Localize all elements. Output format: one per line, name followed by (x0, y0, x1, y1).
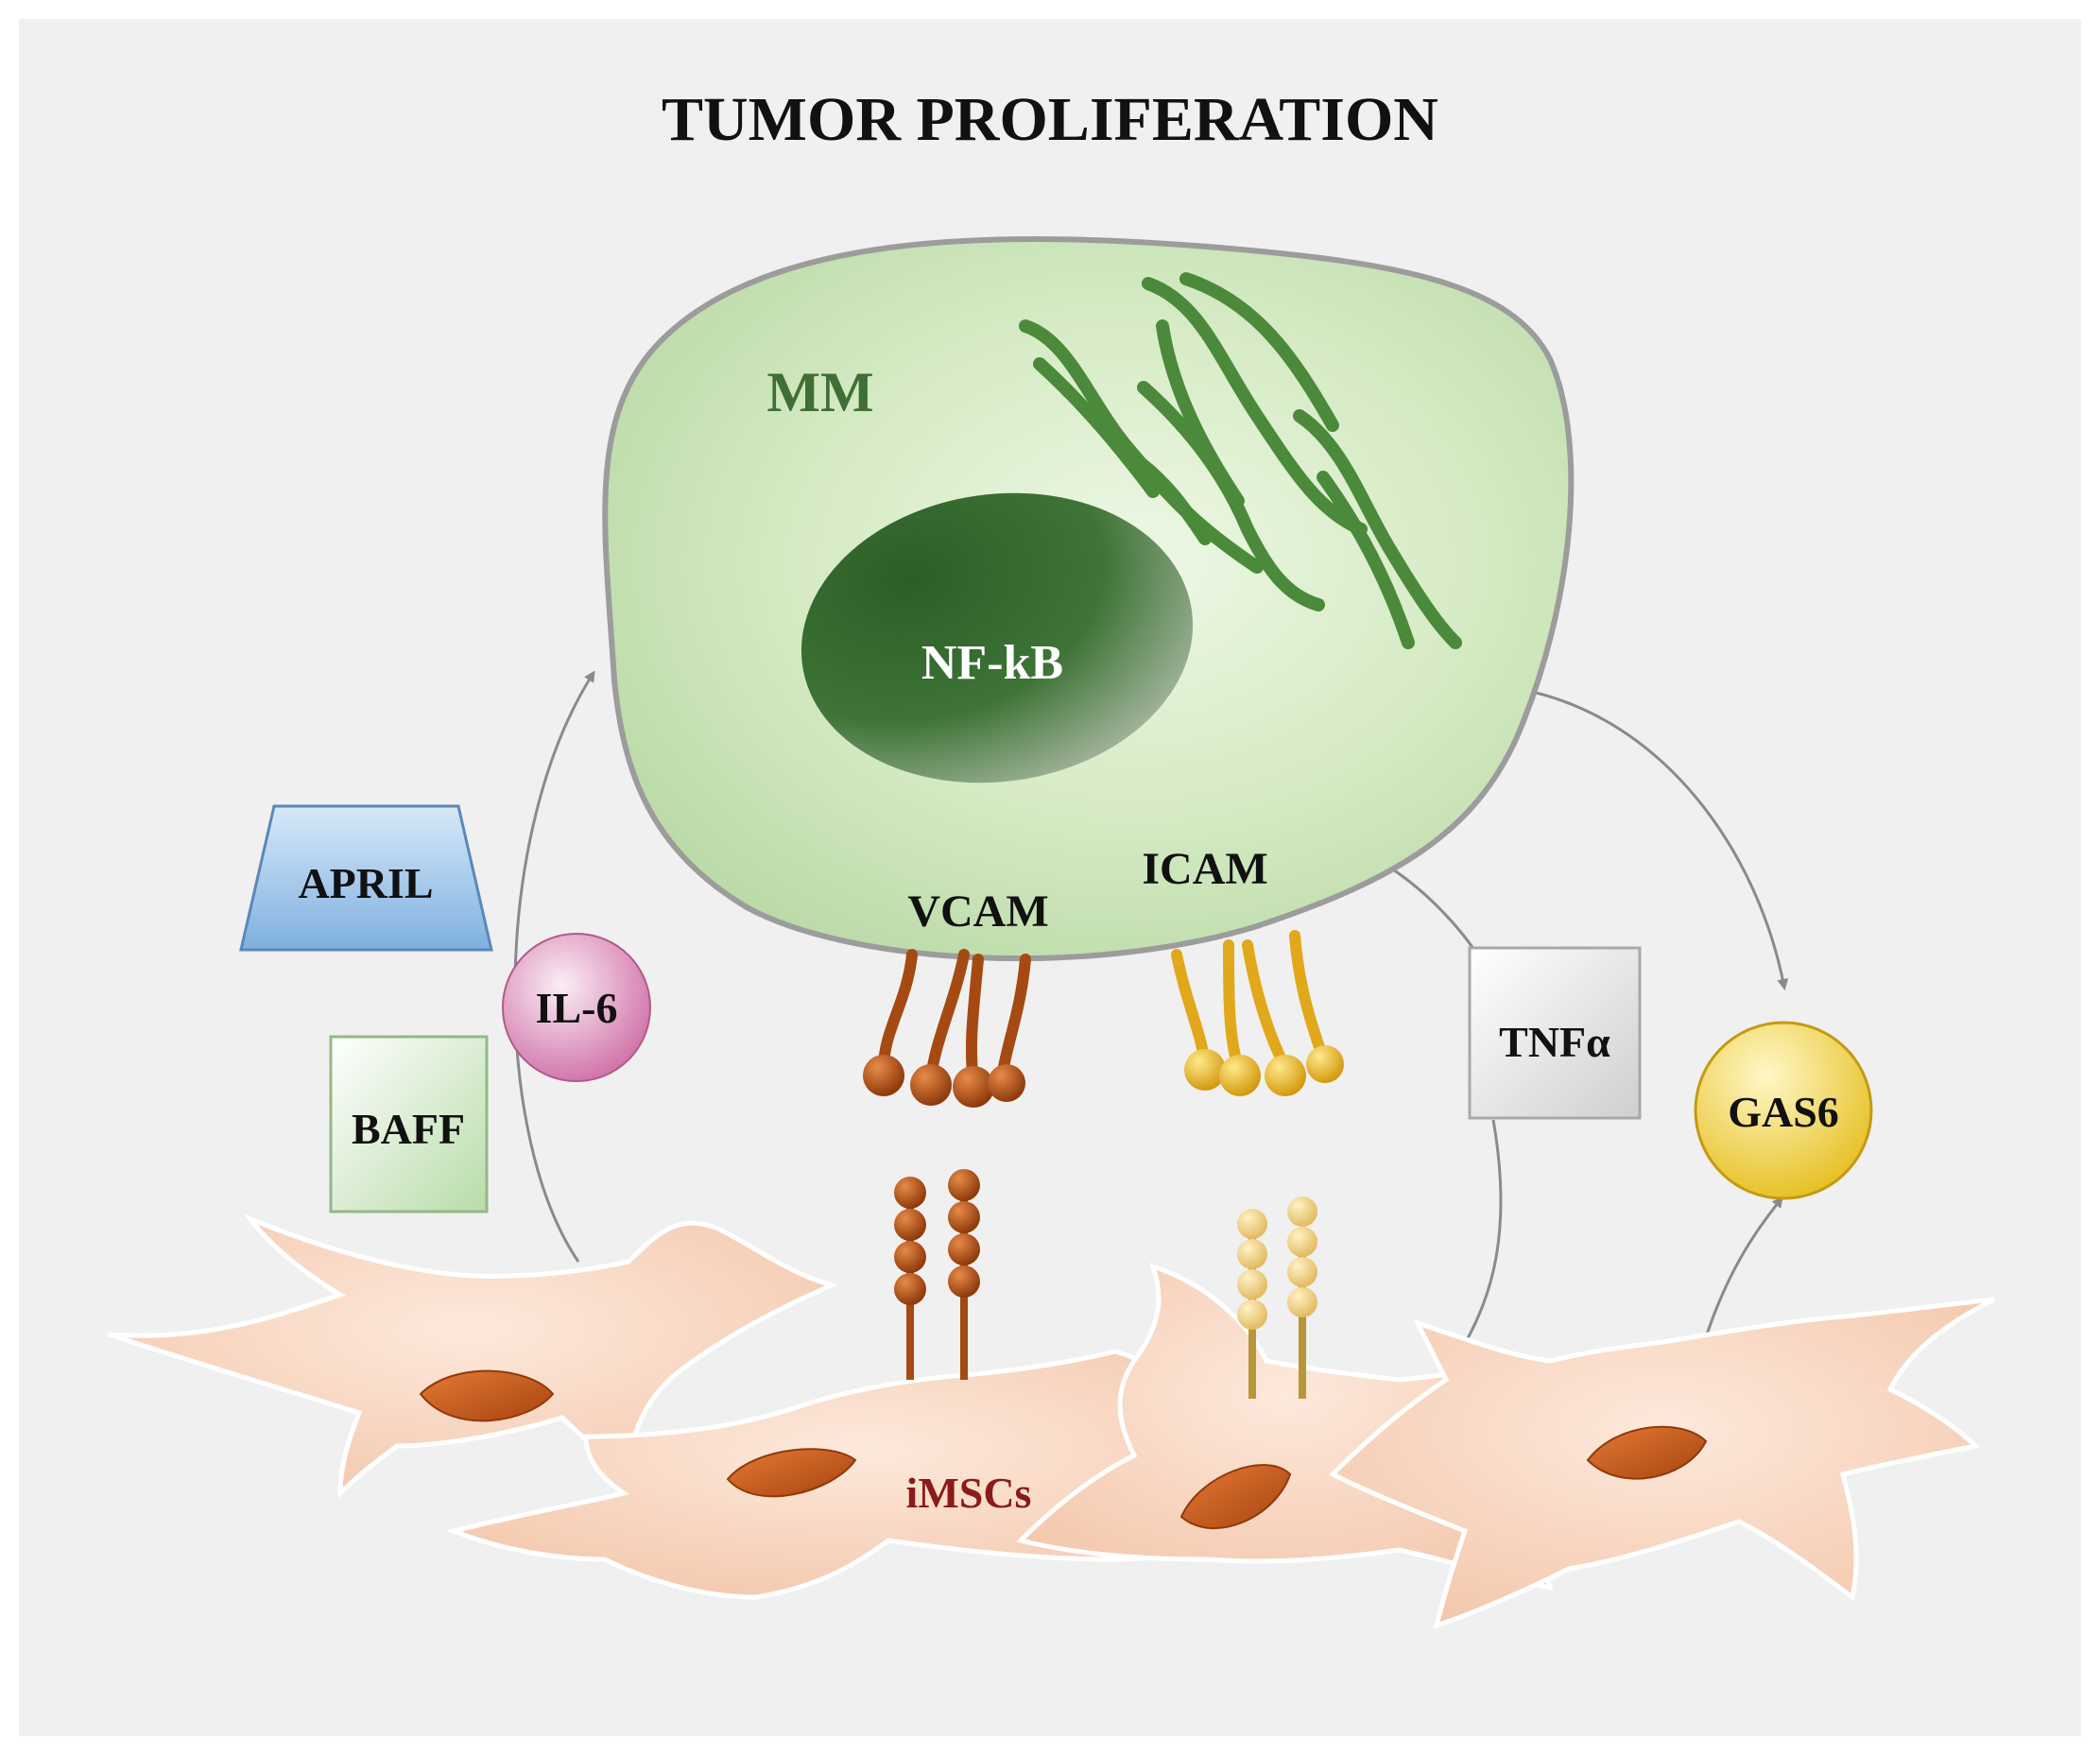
vcam-ligand (894, 1169, 980, 1380)
stromal-nucleus-2 (726, 1448, 857, 1498)
vcam-label: VCAM (907, 886, 1048, 937)
baff-factor: BAFF (329, 1035, 489, 1213)
icam-ligand (1237, 1196, 1317, 1399)
stromal-nuclei (419, 1369, 1708, 1529)
arrow-tnfa-to-stroma (1461, 1119, 1503, 1350)
stromal-nucleus-3 (1179, 1464, 1292, 1529)
icam-label: ICAM (1142, 844, 1267, 894)
diagram-title: TUMOR PROLIFERATION (662, 85, 1438, 154)
arrow-gas6-to-stroma (1704, 1196, 1783, 1338)
baff-label: BAFF (352, 1105, 465, 1153)
er-strands (1019, 272, 1462, 649)
gas6-label: GAS6 (1728, 1088, 1839, 1136)
tnfa-factor: TNFα (1468, 946, 1642, 1120)
gas6-factor: GAS6 (1694, 1021, 1873, 1200)
april-factor: APRIL (239, 804, 493, 952)
stromal-cell-1 (108, 1213, 839, 1500)
il6-label: IL-6 (536, 984, 618, 1032)
stromal-nucleus-4 (1586, 1425, 1708, 1480)
mm-label: MM (766, 361, 873, 423)
tnfa-label: TNFα (1499, 1018, 1610, 1066)
mm-cell: MM NF-kB VCAM ICAM (602, 236, 1575, 962)
nucleus-label: NF-kB (921, 636, 1063, 690)
stroma-label: iMSCs (906, 1469, 1032, 1517)
april-label: APRIL (298, 859, 433, 907)
stromal-nucleus-1 (419, 1369, 555, 1422)
mm-nucleus (800, 492, 1194, 783)
icam-receptor (1171, 930, 1344, 1096)
il6-factor: IL-6 (502, 933, 651, 1082)
arrow-mm-to-gas6 (1523, 688, 1789, 990)
vcam-receptor (863, 949, 1031, 1108)
